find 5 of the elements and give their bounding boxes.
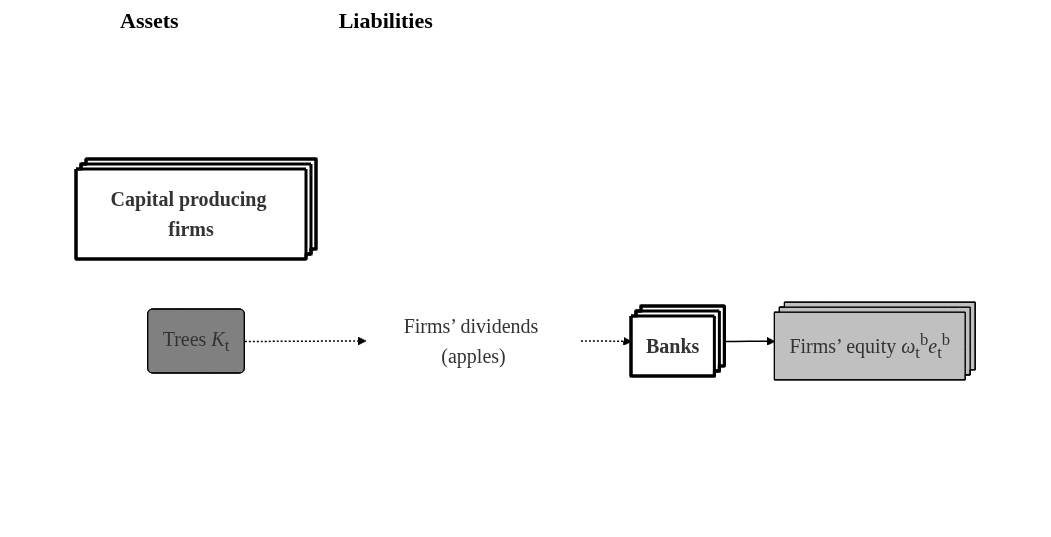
column-heading: Assets [120, 8, 179, 34]
node-text: Firms’ dividends (apples) [403, 314, 539, 367]
arrow [724, 336, 776, 346]
column-heading: Liabilities [338, 8, 433, 34]
arrow [244, 336, 367, 345]
